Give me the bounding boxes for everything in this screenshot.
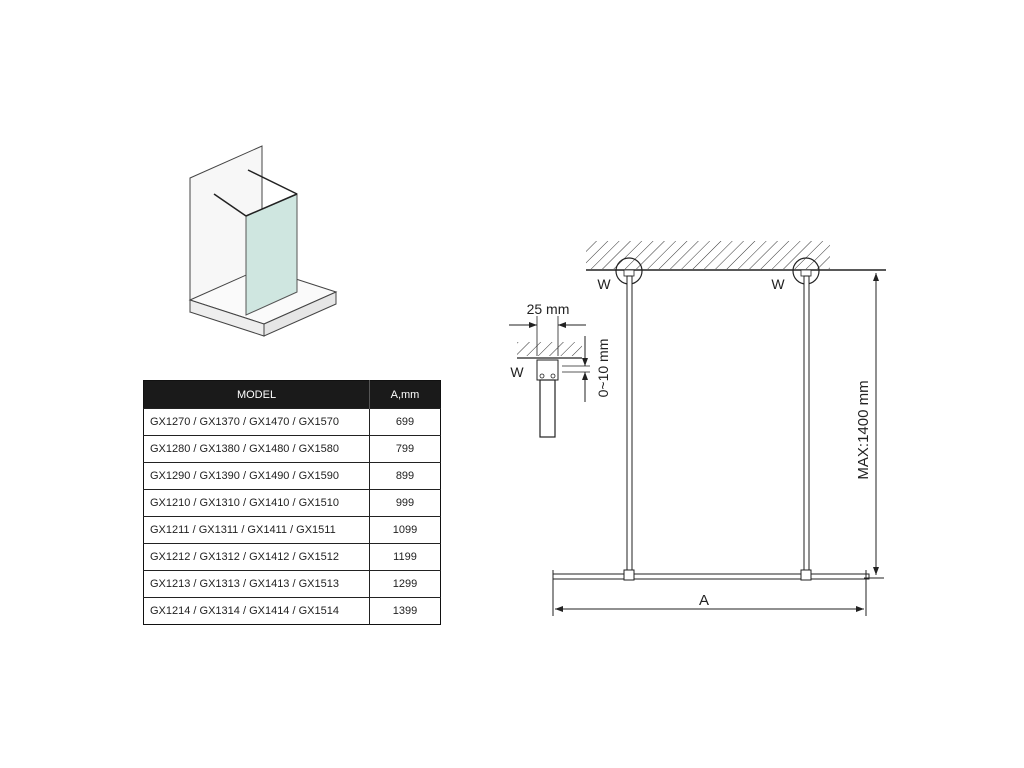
a-cell: 799 xyxy=(369,435,441,463)
model-cell: GX1290 / GX1390 / GX1490 / GX1590 xyxy=(143,462,370,490)
dimension-a-label: A xyxy=(699,592,709,609)
table-row: GX1213 / GX1313 / GX1413 / GX1513 1299 xyxy=(143,570,441,598)
column-header-a: A,mm xyxy=(369,380,441,409)
support-bar-left xyxy=(626,275,633,577)
a-cell: 1099 xyxy=(369,516,441,544)
model-cell: GX1212 / GX1312 / GX1412 / GX1512 xyxy=(143,543,370,571)
model-cell: GX1213 / GX1313 / GX1413 / GX1513 xyxy=(143,570,370,598)
max-height-label: MAX:1400 mm xyxy=(855,380,872,479)
detail-gap-label: 0~10 mm xyxy=(595,339,611,398)
a-cell: 999 xyxy=(369,489,441,517)
model-cell: GX1280 / GX1380 / GX1480 / GX1580 xyxy=(143,435,370,463)
ceiling-hatch xyxy=(586,241,830,269)
wall-mark-left: W xyxy=(597,276,611,292)
support-bar-right xyxy=(803,275,810,577)
table-row: GX1214 / GX1314 / GX1414 / GX1514 1399 xyxy=(143,597,441,625)
table-row: GX1210 / GX1310 / GX1410 / GX1510 999 xyxy=(143,489,441,517)
table-row: GX1270 / GX1370 / GX1470 / GX1570 699 xyxy=(143,408,441,436)
model-cell: GX1210 / GX1310 / GX1410 / GX1510 xyxy=(143,489,370,517)
table-row: GX1212 / GX1312 / GX1412 / GX1512 1199 xyxy=(143,543,441,571)
wall-mark-right: W xyxy=(771,276,785,292)
table-row: GX1280 / GX1380 / GX1480 / GX1580 799 xyxy=(143,435,441,463)
column-header-model: MODEL xyxy=(143,380,370,409)
detail-view: 25 mm 0~10 mm W xyxy=(509,301,611,438)
model-cell: GX1211 / GX1311 / GX1411 / GX1511 xyxy=(143,516,370,544)
a-cell: 1199 xyxy=(369,543,441,571)
table-row: GX1211 / GX1311 / GX1411 / GX1511 1099 xyxy=(143,516,441,544)
front-elevation: A MAX:1400 mm W W xyxy=(552,241,886,616)
model-table: MODEL A,mm GX1270 / GX1370 / GX1470 / GX… xyxy=(143,380,441,625)
isometric-view xyxy=(188,145,338,337)
detail-width-label: 25 mm xyxy=(527,301,570,317)
a-cell: 1299 xyxy=(369,570,441,598)
bottom-profile xyxy=(552,573,870,580)
a-cell: 699 xyxy=(369,408,441,436)
model-cell: GX1270 / GX1370 / GX1470 / GX1570 xyxy=(143,408,370,436)
table-row: GX1290 / GX1390 / GX1490 / GX1590 899 xyxy=(143,462,441,490)
wall-mark-detail: W xyxy=(510,364,524,380)
a-cell: 899 xyxy=(369,462,441,490)
table-header-row: MODEL A,mm xyxy=(143,380,441,409)
model-cell: GX1214 / GX1314 / GX1414 / GX1514 xyxy=(143,597,370,625)
a-cell: 1399 xyxy=(369,597,441,625)
